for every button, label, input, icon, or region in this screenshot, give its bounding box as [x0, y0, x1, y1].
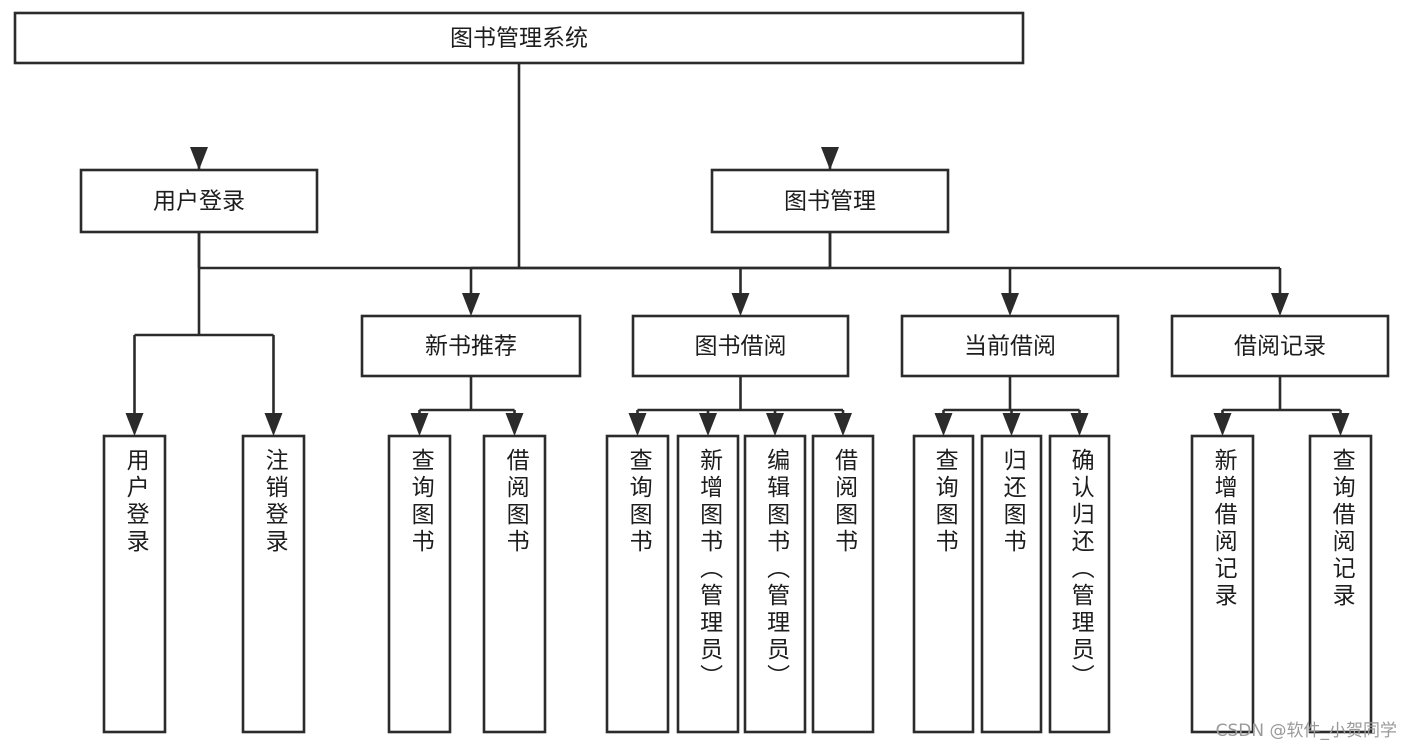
leaf-node-box	[1048, 434, 1111, 734]
node-borrow-record[interactable]: 借阅记录	[1170, 314, 1390, 378]
watermark-text: CSDN @软件_小贺同学	[1215, 721, 1397, 741]
node-label: 新书推荐	[425, 334, 517, 360]
arrow-head-icon	[1070, 413, 1089, 436]
node-leaf-edit-book[interactable]	[743, 434, 807, 734]
node-book-borrow[interactable]: 图书借阅	[631, 314, 850, 378]
arrow-head-icon	[125, 413, 144, 436]
node-box	[360, 314, 582, 378]
node-label: 图书管理	[784, 189, 876, 215]
leaf-node-box	[1308, 434, 1373, 734]
leaf-node-box	[387, 434, 452, 734]
node-leaf-query-book-3[interactable]	[912, 434, 975, 734]
leaf-node-box	[912, 434, 975, 734]
leaf-node-box	[676, 434, 740, 734]
node-box	[13, 11, 1025, 65]
node-leaf-return-book[interactable]	[980, 434, 1043, 734]
arrow-head-icon	[1271, 293, 1289, 316]
leaf-node-box	[605, 434, 670, 734]
arrow-head-icon	[731, 293, 750, 316]
node-label: 当前借阅	[964, 334, 1056, 360]
node-leaf-add-book[interactable]	[676, 434, 740, 734]
node-leaf-add-record[interactable]	[1190, 434, 1255, 734]
node-user-login[interactable]: 用户登录	[79, 168, 319, 234]
leaf-node-box	[743, 434, 807, 734]
node-box	[631, 314, 850, 378]
arrow-head-icon	[934, 413, 953, 436]
node-box	[79, 168, 319, 234]
node-label: 用户登录	[153, 189, 245, 215]
leaf-node-box	[241, 434, 306, 734]
arrow-head-icon	[462, 293, 480, 316]
leaf-node-box	[980, 434, 1043, 734]
node-label: 图书管理系统	[450, 26, 588, 52]
arrow-head-icon	[1001, 293, 1019, 316]
arrow-head-icon	[834, 413, 852, 436]
node-new-book-recommend[interactable]: 新书推荐	[360, 314, 582, 378]
arrow-head-icon	[1331, 413, 1350, 436]
node-book-manage[interactable]: 图书管理	[710, 168, 950, 234]
node-label: 图书借阅	[695, 334, 787, 360]
leaf-node-box	[811, 434, 875, 734]
edges-layer	[125, 63, 1350, 436]
node-leaf-query-record[interactable]	[1308, 434, 1373, 734]
arrow-head-icon	[190, 147, 208, 170]
node-leaf-query-book-1[interactable]	[387, 434, 452, 734]
node-leaf-user-logout[interactable]	[241, 434, 306, 734]
arrow-head-icon	[505, 413, 524, 436]
node-box	[710, 168, 950, 234]
node-label: 借阅记录	[1234, 334, 1326, 360]
arrow-head-icon	[410, 413, 429, 436]
arrow-head-icon	[628, 413, 647, 436]
arrow-head-icon	[821, 147, 839, 170]
node-leaf-borrow-book-2[interactable]	[811, 434, 875, 734]
arrow-head-icon	[1002, 413, 1021, 436]
arrow-head-icon	[1213, 413, 1232, 436]
node-current-borrow[interactable]: 当前借阅	[900, 314, 1120, 378]
arrow-head-icon	[264, 413, 283, 436]
leaf-node-box	[1190, 434, 1255, 734]
node-leaf-confirm-return[interactable]	[1048, 434, 1111, 734]
node-root[interactable]: 图书管理系统	[13, 11, 1025, 65]
node-leaf-borrow-book-1[interactable]	[482, 434, 547, 734]
arrow-head-icon	[766, 413, 784, 436]
node-leaf-query-book-2[interactable]	[605, 434, 670, 734]
node-box	[900, 314, 1120, 378]
leaf-node-box	[482, 434, 547, 734]
arrow-head-icon	[699, 413, 717, 436]
node-leaf-user-login[interactable]	[102, 434, 167, 734]
node-box	[1170, 314, 1390, 378]
leaf-node-box	[102, 434, 167, 734]
